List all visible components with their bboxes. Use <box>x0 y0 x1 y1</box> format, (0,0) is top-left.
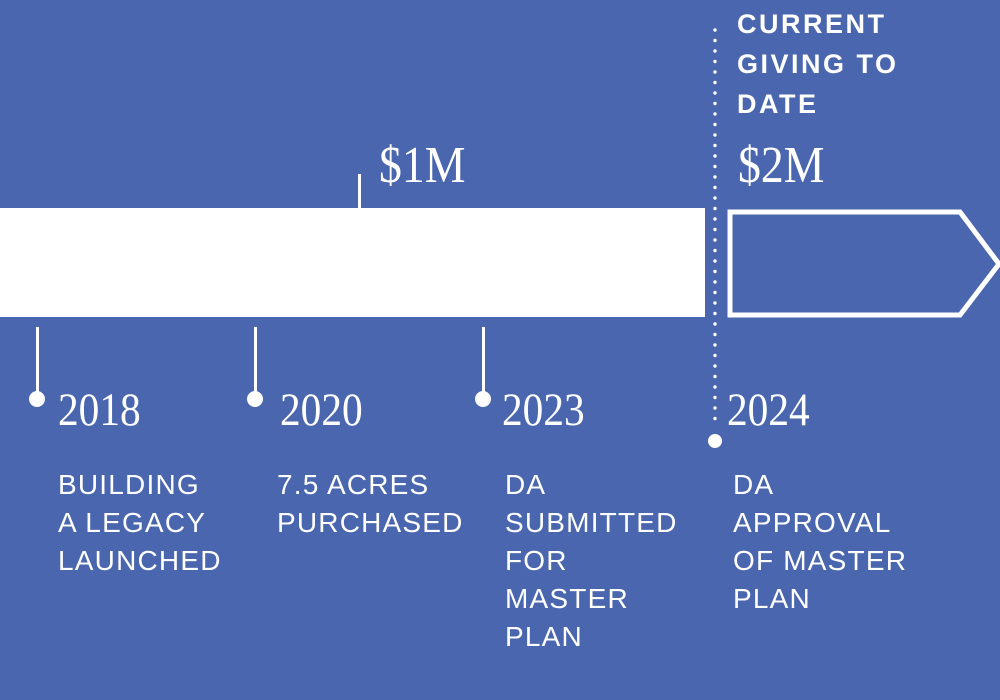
amount-label-2m: $2M <box>738 137 825 194</box>
milestone-caption-2024: DA APPROVAL OF MASTER PLAN <box>733 469 908 614</box>
milestone-tick-1m <box>358 174 361 208</box>
amount-label-1m: $1M <box>379 137 466 194</box>
milestone-caption-2018: BUILDING A LEGACY LAUNCHED <box>58 469 222 576</box>
year-label-2020: 2020 <box>280 384 363 436</box>
milestone-dot-2018 <box>29 391 45 407</box>
timeline-bar <box>0 208 705 317</box>
year-label-2023: 2023 <box>502 384 585 436</box>
milestone-dot-2020 <box>247 391 263 407</box>
divider-end-dot <box>708 434 722 448</box>
milestone-stem-2018 <box>36 327 39 392</box>
milestone-stem-2020 <box>254 327 257 392</box>
milestone-dot-2023 <box>475 391 491 407</box>
year-label-2018: 2018 <box>58 384 141 436</box>
year-label-2024: 2024 <box>727 384 810 436</box>
milestone-caption-2023: DA SUBMITTED FOR MASTER PLAN <box>505 469 678 652</box>
current-date-divider-dotted-line <box>708 28 722 448</box>
current-giving-title: CURRENT GIVING TO DATE <box>737 9 899 119</box>
future-arrow-icon <box>727 209 1000 318</box>
milestone-caption-2020: 7.5 ACRES PURCHASED <box>277 469 464 538</box>
milestone-stem-2023 <box>482 327 485 392</box>
